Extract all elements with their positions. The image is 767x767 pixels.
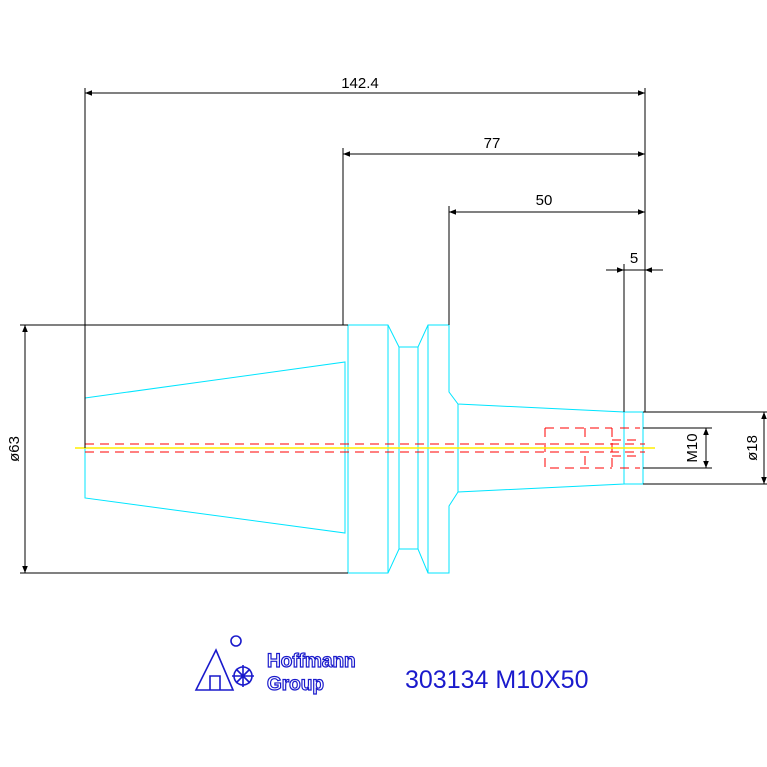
dim-diameter-large: ø63 <box>6 436 23 462</box>
dim-shank-length: 50 <box>536 192 553 209</box>
tool-outline <box>84 324 644 574</box>
dim-thread-size: M10 <box>684 433 701 462</box>
logo-text-line1: Hoffmann <box>267 651 356 672</box>
hoffmann-group-logo: Hoffmann Group <box>194 635 356 696</box>
dim-thread-depth: 5 <box>630 250 638 267</box>
part-code: 303134 M10X50 <box>405 666 588 694</box>
dimension-lines <box>20 88 767 574</box>
flange <box>347 324 625 574</box>
logo-text-line2: Group <box>267 674 324 695</box>
dim-overall-length: 142.4 <box>341 75 379 92</box>
dim-taper-length: 77 <box>484 135 501 152</box>
dim-diameter-small: ø18 <box>744 435 761 461</box>
logo-mark-icon <box>194 635 254 691</box>
